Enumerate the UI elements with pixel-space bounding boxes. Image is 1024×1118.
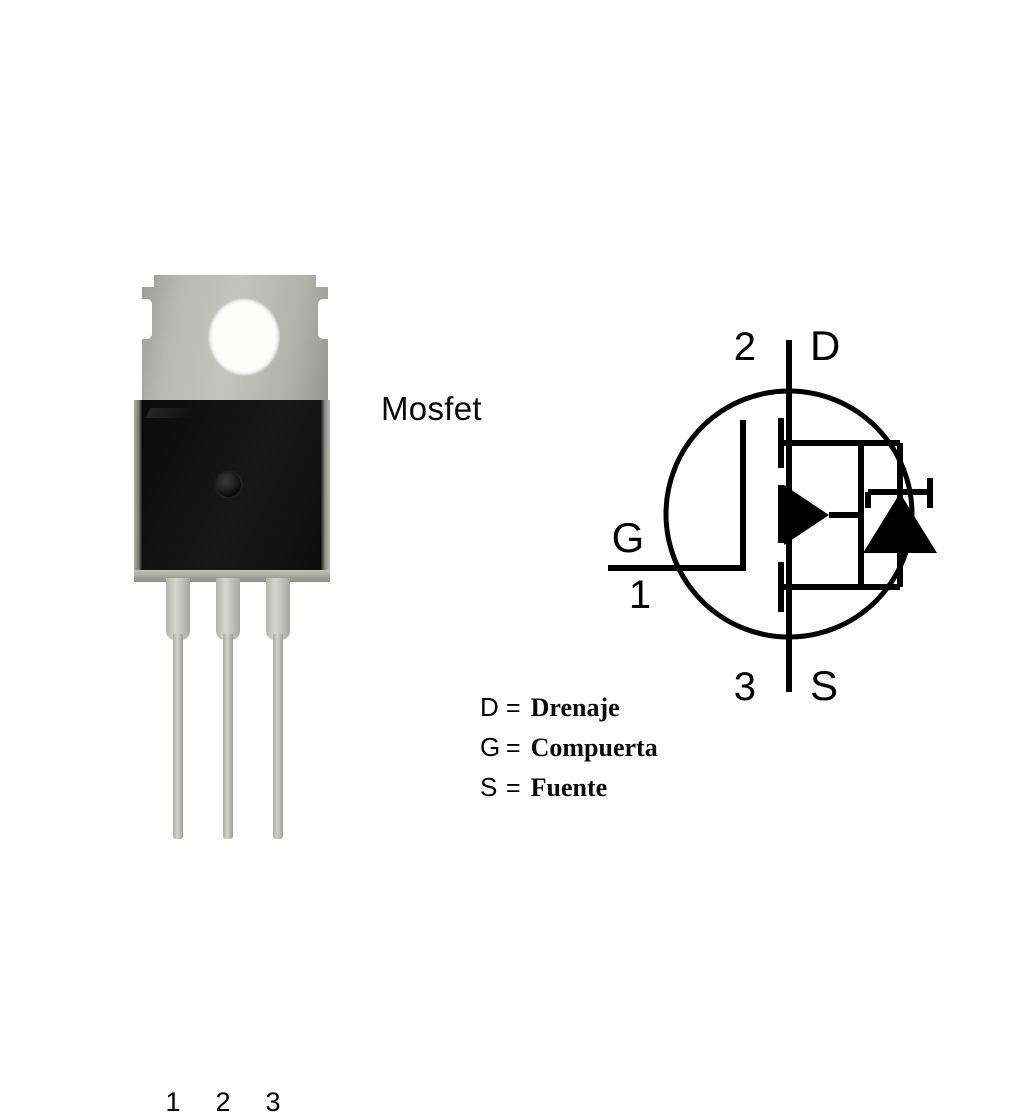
tab-notch-left-icon bbox=[141, 299, 152, 339]
legend-key-drain: D bbox=[480, 692, 499, 722]
symbol-pin-label-source: 3 bbox=[734, 665, 756, 709]
diagram-caption: Mosfet bbox=[381, 390, 482, 427]
body-dimple-mark bbox=[216, 472, 241, 497]
lead-1-shoulder bbox=[166, 578, 190, 640]
legend-key-source: S bbox=[480, 772, 498, 802]
lead-2-shoulder bbox=[216, 578, 240, 640]
pin-number-3: 3 bbox=[265, 1087, 281, 1117]
symbol-terminal-label-gate: G bbox=[612, 514, 645, 561]
body-left-edge bbox=[134, 400, 142, 575]
legend-row-gate: G = Compuerta bbox=[480, 732, 658, 763]
pin-number-1: 1 bbox=[165, 1087, 181, 1117]
body-sheen bbox=[145, 408, 195, 418]
lead-3-shank bbox=[273, 634, 283, 839]
legend-value-gate: Compuerta bbox=[530, 733, 658, 762]
lead-1-shank bbox=[173, 634, 183, 839]
legend-row-drain: D = Drenaje bbox=[480, 692, 658, 723]
legend-equals-drain: = bbox=[506, 694, 521, 722]
lead-3-shoulder bbox=[266, 578, 290, 640]
package-epoxy-body bbox=[134, 400, 330, 575]
legend-equals-gate: = bbox=[506, 734, 521, 762]
legend-value-source: Fuente bbox=[530, 773, 608, 802]
terminal-legend: D = Drenaje G = Compuerta S = Fuente bbox=[480, 692, 658, 812]
tab-corner-left-icon bbox=[140, 273, 154, 287]
body-diode-triangle-icon bbox=[863, 493, 937, 553]
symbol-pin-label-gate: 1 bbox=[629, 573, 651, 617]
tab-notch-right-icon bbox=[318, 299, 329, 339]
diagram-canvas: 1 2 3 Mosfet bbox=[130, 265, 960, 1117]
legend-value-drain: Drenaje bbox=[530, 693, 620, 722]
package-metal-tab bbox=[140, 273, 330, 417]
mosfet-schematic-symbol: 2 D G 1 3 S bbox=[580, 300, 960, 720]
body-right-edge bbox=[321, 400, 330, 575]
lead-2-shank bbox=[223, 634, 233, 839]
symbol-pin-label-drain: 2 bbox=[734, 325, 756, 369]
substrate-arrow-icon bbox=[784, 485, 829, 545]
mosfet-package-photo: 1 2 3 bbox=[130, 265, 340, 1117]
symbol-terminal-label-drain: D bbox=[810, 322, 840, 369]
symbol-terminal-label-source: S bbox=[810, 662, 838, 709]
legend-row-source: S = Fuente bbox=[480, 772, 658, 803]
tab-corner-right-icon bbox=[316, 273, 330, 287]
legend-key-gate: G bbox=[480, 732, 501, 762]
tab-mounting-hole bbox=[208, 298, 280, 376]
pin-number-2: 2 bbox=[215, 1087, 231, 1117]
legend-equals-source: = bbox=[506, 774, 521, 802]
